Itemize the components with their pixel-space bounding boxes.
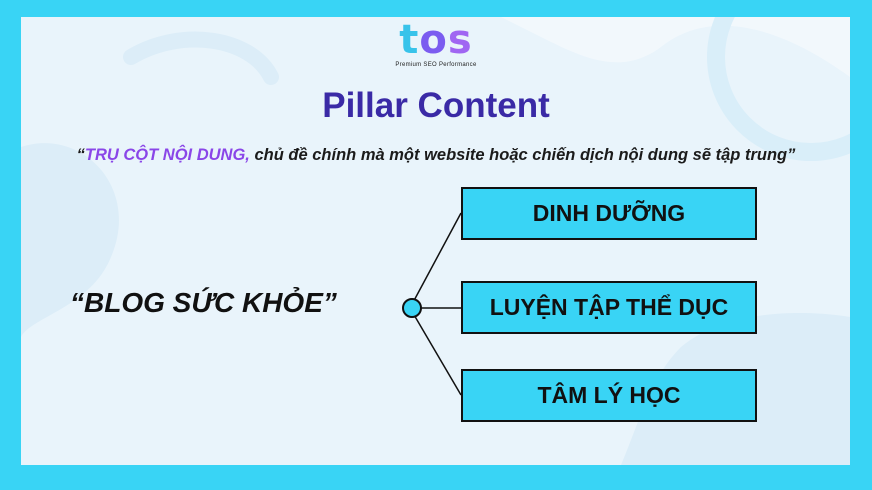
logo-letter-s: s — [447, 17, 473, 63]
quote-highlight: TRỤ CỘT NỘI DUNG, — [84, 146, 250, 164]
subtopic-box-2: LUYỆN TẬP THỂ DỤC — [461, 281, 757, 334]
connector-line-3 — [409, 307, 462, 396]
definition-quote: “TRỤ CỘT NỘI DUNG, chủ đề chính mà một w… — [0, 146, 872, 165]
logo-tagline: Premium SEO Performance — [395, 62, 477, 68]
hub-node — [402, 298, 422, 318]
logo-letter-o: o — [419, 17, 448, 63]
subtopic-box-1: DINH DƯỠNG — [461, 187, 757, 240]
subtopic-box-3: TÂM LÝ HỌC — [461, 369, 757, 422]
connector-line-1 — [409, 212, 462, 309]
quote-rest: chủ đề chính mà một website hoặc chiến d… — [249, 146, 796, 164]
pillar-topic: “BLOG SỨC KHỎE” — [70, 287, 337, 318]
quote-open-mark: “ — [76, 146, 85, 164]
logo-wordmark: tos — [399, 20, 472, 60]
page-title: Pillar Content — [322, 86, 550, 125]
logo-letter-t: t — [399, 17, 420, 63]
brand-logo: tos Premium SEO Performance — [0, 20, 872, 68]
